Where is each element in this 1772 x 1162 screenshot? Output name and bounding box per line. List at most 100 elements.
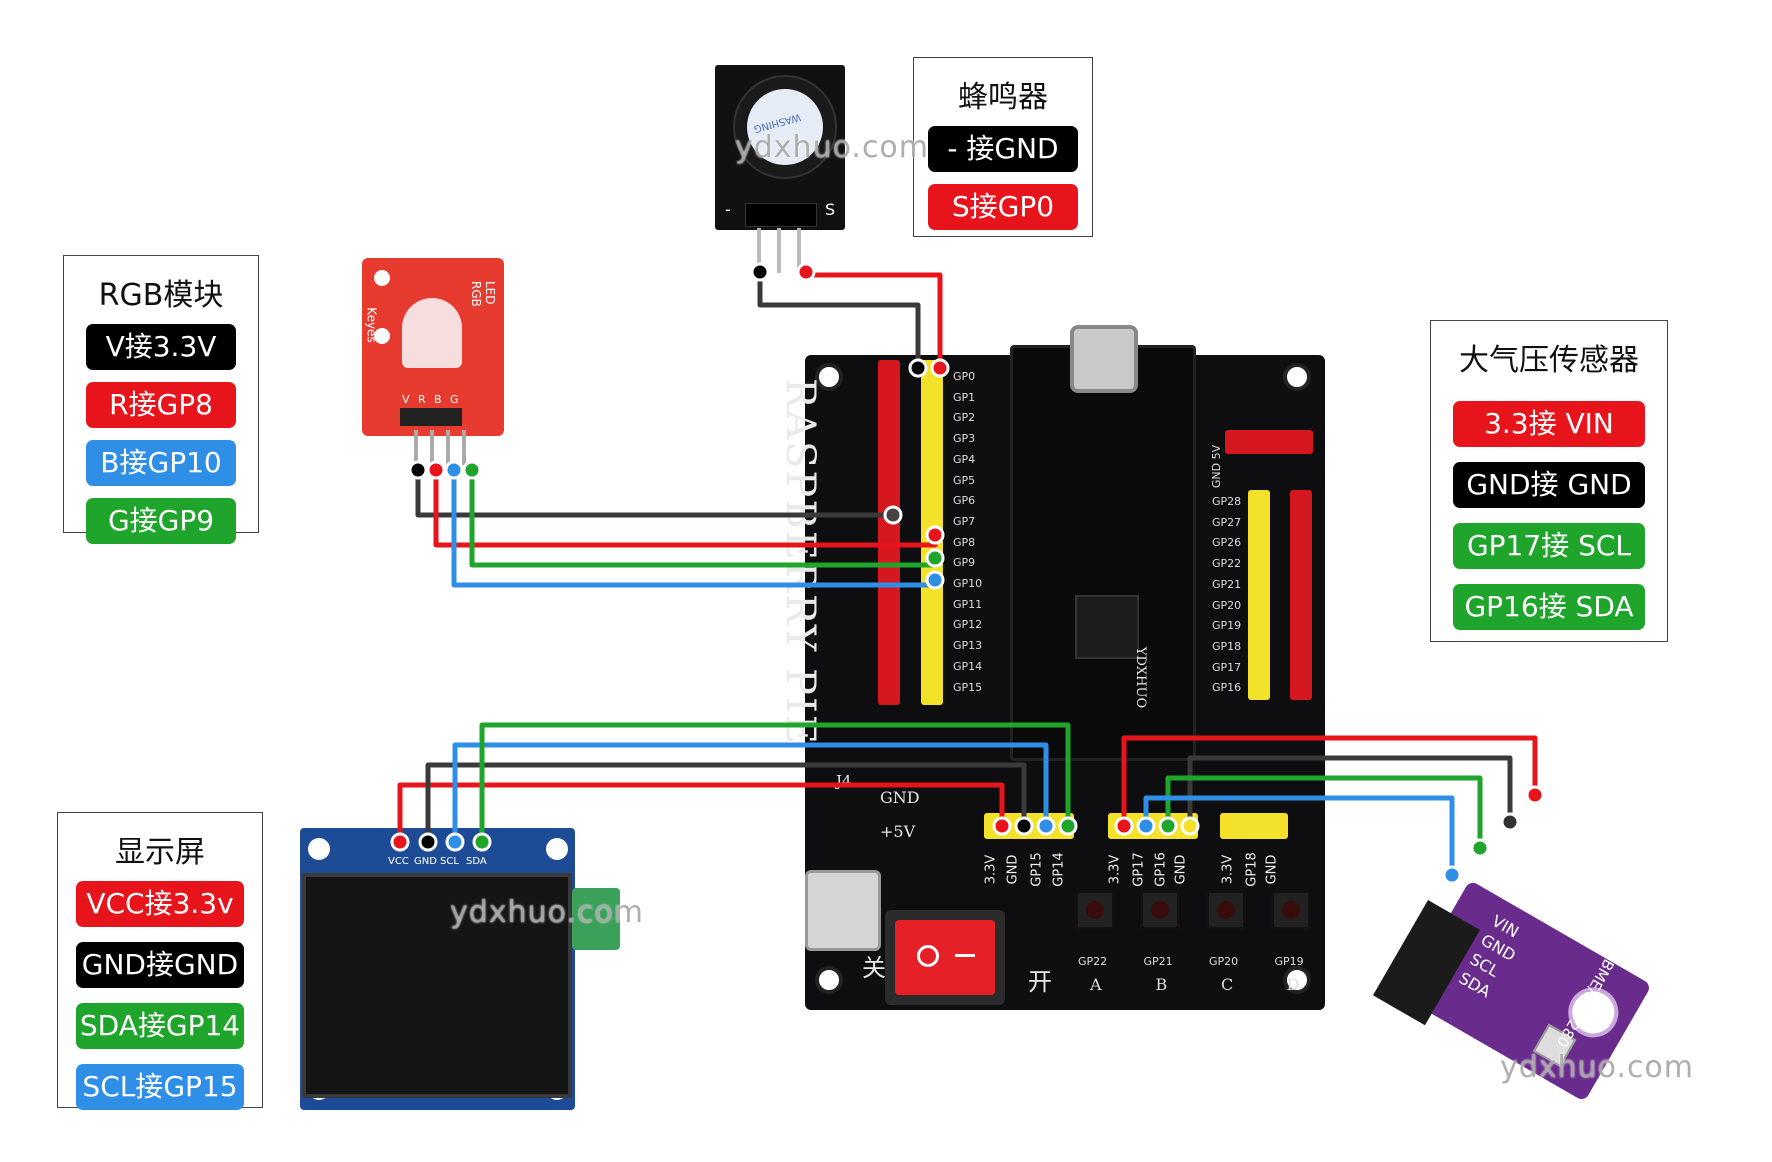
watermark: ydxhuo.com xyxy=(735,130,930,165)
button-c[interactable] xyxy=(1206,890,1246,930)
button-letter: B xyxy=(1155,975,1168,994)
pin-label: GP15 xyxy=(953,680,983,694)
pin-label: GP5 xyxy=(953,473,976,487)
pin-dot xyxy=(445,832,465,852)
pin-label: GP26 xyxy=(1212,536,1242,550)
right-header-yellow xyxy=(1248,490,1270,700)
pin-label: GP1 xyxy=(953,390,976,404)
button-gpio-label: GP19 xyxy=(1274,955,1304,968)
mount-hole xyxy=(1283,363,1311,391)
pin-dot xyxy=(444,460,464,480)
left-header-red xyxy=(878,360,900,705)
pin-label: GP28 xyxy=(1212,495,1242,508)
pin-label: GP6 xyxy=(953,494,976,508)
oled-pin-label: SCL xyxy=(440,856,459,867)
buzzer-s-label: S xyxy=(825,200,836,219)
pin-dot xyxy=(418,832,438,852)
pin-dot xyxy=(1525,785,1545,805)
rgb-pin-label: B xyxy=(434,393,442,406)
watermark: ydxhuo.com xyxy=(1500,1050,1695,1085)
legend-tag: SCL接GP15 xyxy=(76,1064,244,1110)
button-a[interactable] xyxy=(1075,890,1115,930)
right-header-red xyxy=(1290,490,1312,700)
pin-dot xyxy=(883,505,903,525)
pin-dot xyxy=(408,460,428,480)
pin-dot xyxy=(930,358,950,378)
pin-dot xyxy=(1158,816,1178,836)
legend-tag: R接GP8 xyxy=(86,382,236,428)
wire-sensor-gnd xyxy=(1187,755,1513,826)
pin-label: GP14 xyxy=(953,659,983,673)
wire-oled-vcc xyxy=(397,782,1005,842)
pin-dot xyxy=(462,460,482,480)
button-b[interactable] xyxy=(1140,890,1180,930)
legend-tag: - 接GND xyxy=(928,126,1078,172)
legend-tag: V接3.3V xyxy=(86,324,236,370)
wire-oled-scl xyxy=(452,742,1049,842)
wire-buzzer-gnd xyxy=(757,272,921,368)
button-d[interactable] xyxy=(1271,890,1311,930)
button-letter: D xyxy=(1286,975,1300,994)
sensor-legend-title: 大气压传感器 xyxy=(1459,343,1639,378)
legend-tag: 3.3接 VIN xyxy=(1453,401,1645,447)
wire-sensor-vin xyxy=(1121,735,1538,826)
pin-label: GP13 xyxy=(953,639,983,653)
switch-on-label: 开 xyxy=(1028,968,1052,996)
rgb-legend-title: RGB模块 xyxy=(98,278,224,313)
gnd-label: GND xyxy=(880,788,920,807)
rgb-pin-label: R xyxy=(418,393,426,406)
pin-label: GP12 xyxy=(953,618,983,632)
wire-rgb-b xyxy=(451,470,938,588)
pin-dot xyxy=(1180,816,1200,836)
pin-label: GP27 xyxy=(1212,515,1242,529)
button-gpio-label: GP21 xyxy=(1143,955,1173,968)
pin-label: GP0 xyxy=(953,370,976,383)
rgb-pins xyxy=(408,430,478,465)
pin-dot xyxy=(1014,816,1034,836)
pin-label: GP7 xyxy=(953,514,976,528)
plus5v-label: +5V xyxy=(880,822,916,841)
oled-screen xyxy=(302,873,572,1098)
power-switch[interactable] xyxy=(885,910,1005,1005)
mount-hole xyxy=(815,966,843,994)
wire-oled-gnd xyxy=(425,762,1027,842)
oled-legend-title: 显示屏 xyxy=(115,835,205,870)
legend-tag: VCC接3.3v xyxy=(76,881,244,927)
pin-label: GP3 xyxy=(953,432,976,446)
pin-dot xyxy=(1136,816,1156,836)
pin-dot xyxy=(925,525,945,545)
oled-pin-label: SDA xyxy=(466,856,487,867)
pin-label: GP21 xyxy=(1212,577,1242,591)
pin-label: GP9 xyxy=(953,556,976,570)
button-letter: A xyxy=(1090,975,1102,994)
pin-label: GP19 xyxy=(1212,619,1242,633)
button-gpio-label: GP22 xyxy=(1078,955,1108,968)
rp2040-chip xyxy=(1075,595,1139,659)
pin-label: GP2 xyxy=(953,411,976,425)
pin-label: GP22 xyxy=(1212,557,1242,571)
wire-oled-sda xyxy=(479,722,1071,842)
right-top-header xyxy=(1225,430,1313,454)
oled-pin-label: GND xyxy=(414,856,437,867)
pin-label: GP20 xyxy=(1212,598,1242,612)
pin-dot xyxy=(1500,812,1520,832)
legend-tag: GND接GND xyxy=(76,942,244,988)
pin-dot xyxy=(472,832,492,852)
pin-dot xyxy=(750,262,770,282)
mount-hole xyxy=(815,363,843,391)
buzzer-minus-label: - xyxy=(725,200,731,219)
legend-tag: GP17接 SCL xyxy=(1453,523,1645,569)
pin-dot xyxy=(925,548,945,568)
pin-dot xyxy=(390,832,410,852)
buzzer-pins xyxy=(752,228,812,273)
pin-label: GP16 xyxy=(1212,681,1242,695)
wire-rgb-v xyxy=(415,470,893,518)
wire-sensor-sda xyxy=(1143,795,1455,875)
pin-label: GP10 xyxy=(953,577,983,590)
pin-dot xyxy=(908,358,928,378)
